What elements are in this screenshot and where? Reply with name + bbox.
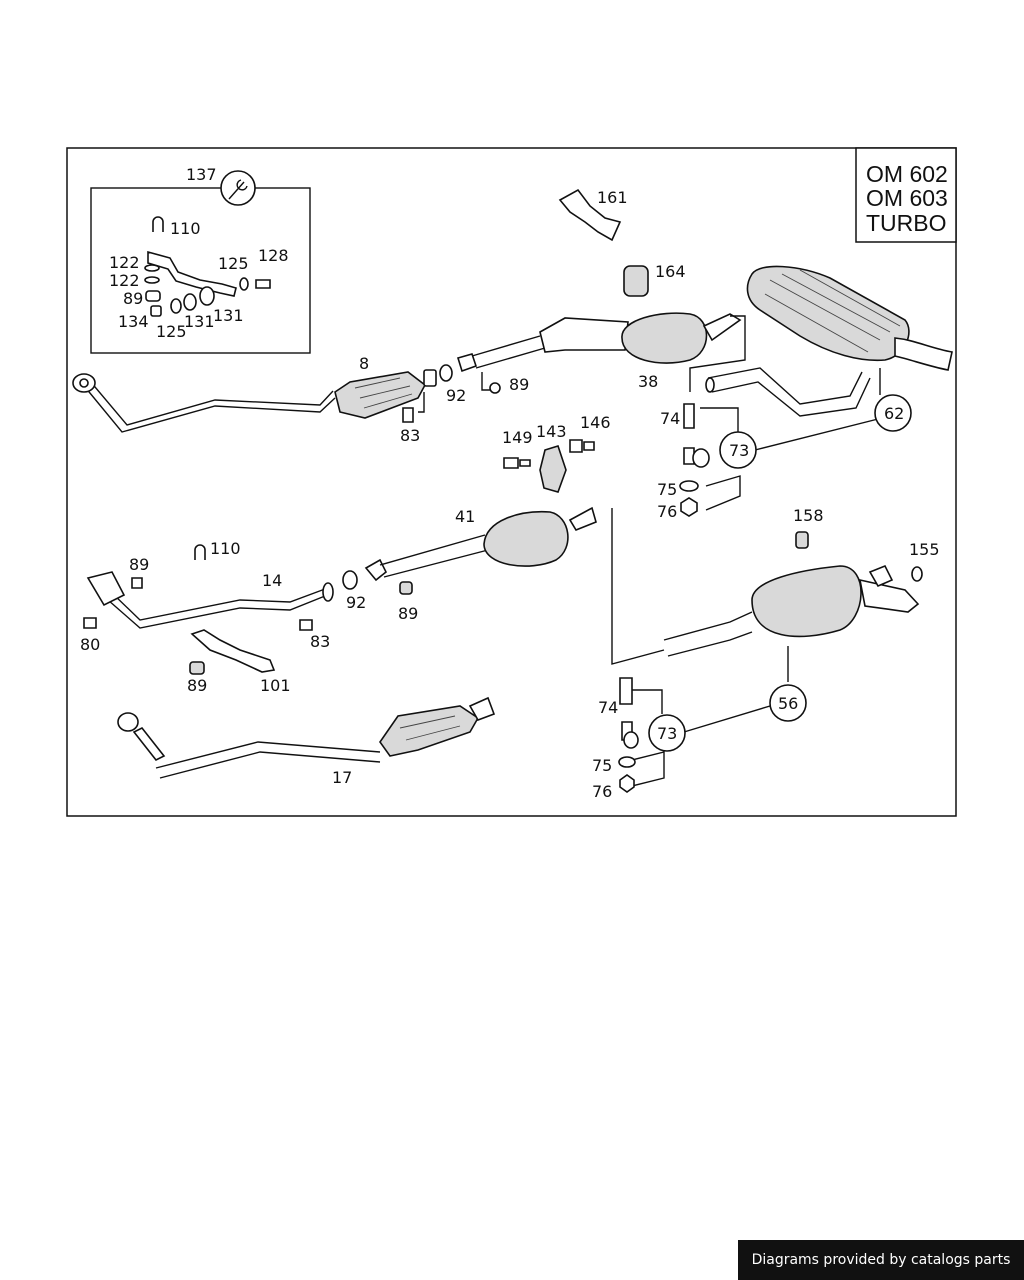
u-bolt-part bbox=[152, 216, 164, 232]
engine-line-1: OM 602 bbox=[866, 161, 948, 187]
label-122a: 122 bbox=[109, 253, 140, 272]
label-73a: 73 bbox=[729, 441, 749, 460]
callout-circle-73a bbox=[719, 431, 757, 469]
bracket-part bbox=[147, 250, 237, 297]
callout-circle-73b bbox=[648, 714, 686, 752]
label-155: 155 bbox=[909, 540, 940, 559]
label-74b: 74 bbox=[598, 698, 618, 717]
label-125b: 125 bbox=[156, 322, 187, 341]
rubber-mount-part bbox=[623, 265, 649, 297]
label-75a: 75 bbox=[657, 480, 677, 499]
label-83a: 83 bbox=[400, 426, 420, 445]
clamp-group-lower bbox=[618, 677, 665, 793]
label-76b: 76 bbox=[592, 782, 612, 801]
intermediate-pipe-lower bbox=[364, 506, 665, 665]
callout-circle-56 bbox=[769, 684, 807, 722]
rear-muffler-lower bbox=[663, 531, 923, 733]
intermediate-pipe bbox=[439, 312, 742, 394]
label-146: 146 bbox=[580, 413, 611, 432]
label-8: 8 bbox=[359, 354, 369, 373]
label-83b: 83 bbox=[310, 632, 330, 651]
label-134: 134 bbox=[118, 312, 149, 331]
rubber-hanger-part bbox=[539, 445, 567, 493]
label-73b: 73 bbox=[657, 724, 677, 743]
label-75b: 75 bbox=[592, 756, 612, 775]
label-125a: 125 bbox=[218, 254, 249, 273]
label-143: 143 bbox=[536, 422, 567, 441]
label-89e: 89 bbox=[187, 676, 207, 695]
label-56: 56 bbox=[778, 694, 798, 713]
label-76a: 76 bbox=[657, 502, 677, 521]
label-89c: 89 bbox=[129, 555, 149, 574]
label-131b: 131 bbox=[213, 306, 244, 325]
label-41: 41 bbox=[455, 507, 475, 526]
label-101: 101 bbox=[260, 676, 291, 695]
label-14: 14 bbox=[262, 571, 282, 590]
label-158: 158 bbox=[793, 506, 824, 525]
label-149: 149 bbox=[502, 428, 533, 447]
label-92b: 92 bbox=[346, 593, 366, 612]
label-164: 164 bbox=[655, 262, 686, 281]
label-161: 161 bbox=[597, 188, 628, 207]
engine-designation: OM 602 OM 603 TURBO bbox=[855, 147, 957, 243]
label-92a: 92 bbox=[446, 386, 466, 405]
label-89d: 89 bbox=[398, 604, 418, 623]
label-89b: 89 bbox=[509, 375, 529, 394]
label-128: 128 bbox=[258, 246, 289, 265]
callout-circle-62 bbox=[874, 394, 912, 432]
label-62: 62 bbox=[884, 404, 904, 423]
mounting-kit-box bbox=[90, 170, 311, 354]
hanger-bracket-part bbox=[558, 188, 622, 242]
label-38: 38 bbox=[638, 372, 658, 391]
label-137: 137 bbox=[186, 165, 217, 184]
front-pipe-with-catalyst bbox=[72, 369, 437, 433]
bracket-part-101 bbox=[190, 629, 276, 673]
label-131a: 131 bbox=[184, 312, 215, 331]
engine-line-2: OM 603 bbox=[866, 185, 948, 211]
engine-line-3: TURBO bbox=[866, 210, 947, 236]
diagram-frame bbox=[66, 147, 957, 817]
label-17: 17 bbox=[332, 768, 352, 787]
label-110b: 110 bbox=[210, 539, 241, 558]
front-pipe-lower bbox=[83, 544, 358, 675]
label-89a: 89 bbox=[123, 289, 143, 308]
clamp-group-upper bbox=[679, 403, 883, 517]
label-110a: 110 bbox=[170, 219, 201, 238]
front-pipe-with-catalyst-lower bbox=[117, 696, 496, 779]
rear-muffler-upper bbox=[689, 265, 953, 417]
label-74a: 74 bbox=[660, 409, 680, 428]
diagram-credit-badge: Diagrams provided by catalogs parts bbox=[738, 1240, 1024, 1280]
label-122b: 122 bbox=[109, 271, 140, 290]
label-80: 80 bbox=[80, 635, 100, 654]
